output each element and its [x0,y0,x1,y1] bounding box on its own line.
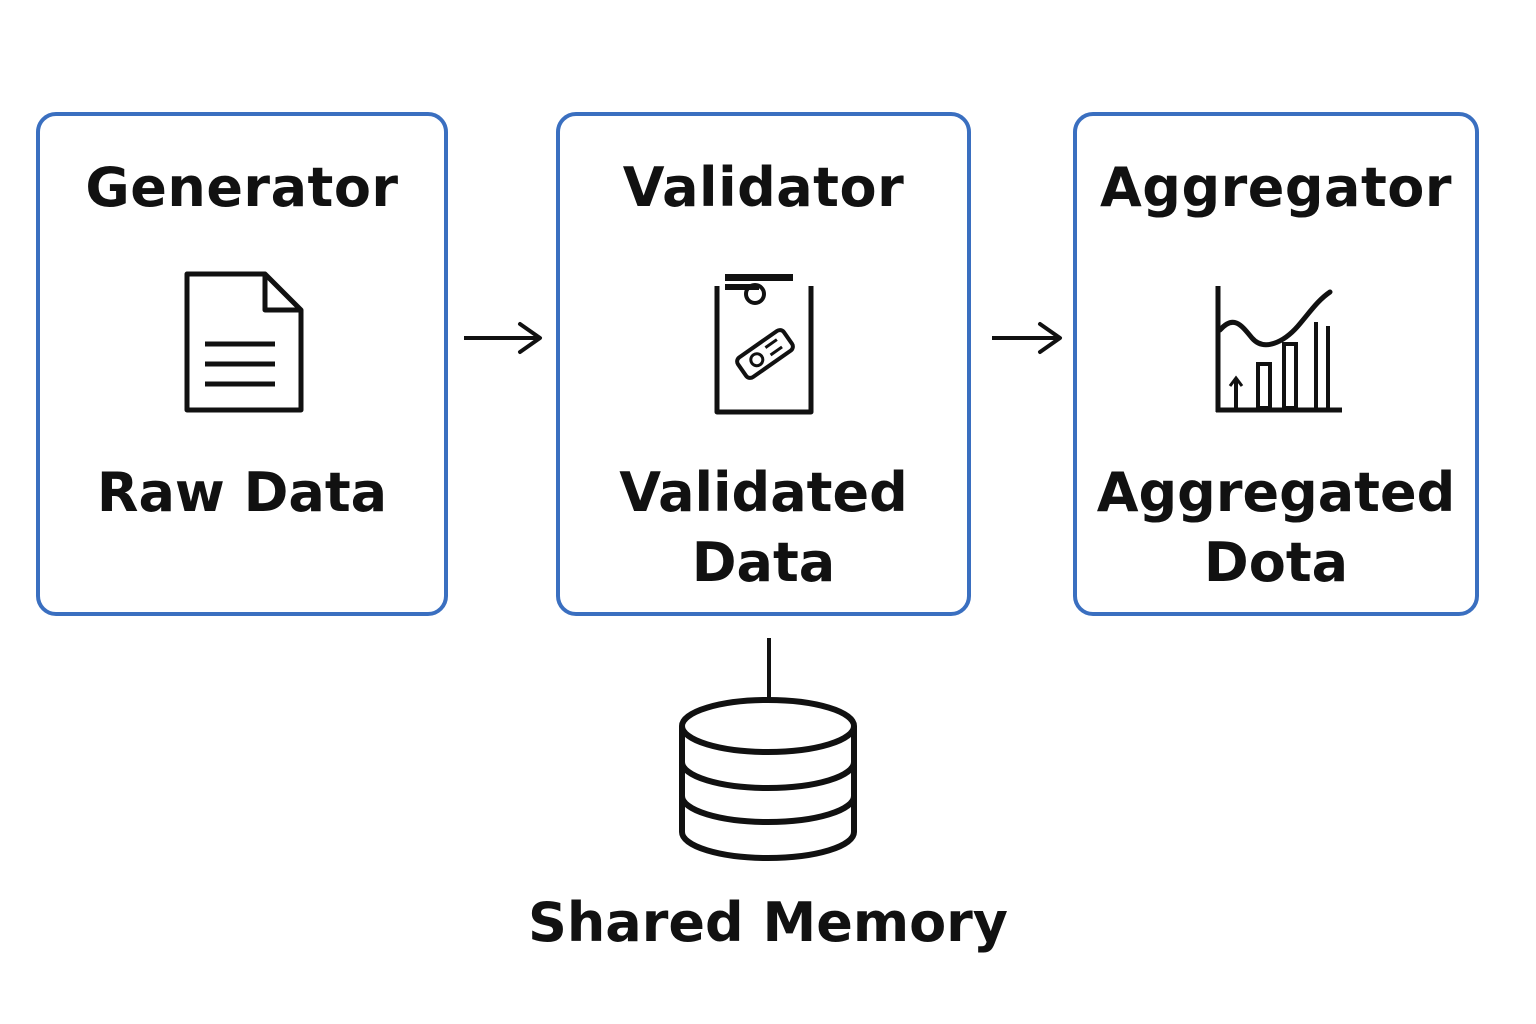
generator-output-line-1: Raw Data [96,461,388,524]
aggregator-box: Aggregator Aggregated Dota [1073,112,1479,616]
validator-output-line-1: Validated [619,461,908,524]
validator-output-line-2: Data [691,531,836,594]
arrow-validator-to-aggregator [990,318,1064,362]
validator-output-label: Validated Data [560,458,967,598]
aggregator-output-label: Aggregated Dota [1077,458,1475,598]
validator-title: Validator [622,156,905,219]
generator-output-label: Raw Data [40,458,444,528]
validator-to-memory-connector [767,638,771,708]
shared-memory-label: Shared Memory [527,891,1009,954]
database-icon [676,690,860,874]
clipboard-check-icon [699,266,829,420]
aggregator-output-line-1: Aggregated [1096,461,1456,524]
aggregator-output-line-2: Dota [1203,531,1349,594]
generator-title: Generator [85,156,399,219]
aggregator-title: Aggregator [1100,156,1452,219]
generator-box: Generator Raw Data [36,112,448,616]
validator-box: Validator Validated Data [556,112,971,616]
document-icon [177,266,307,420]
arrow-generator-to-validator [462,318,544,362]
bar-chart-icon [1206,266,1346,420]
